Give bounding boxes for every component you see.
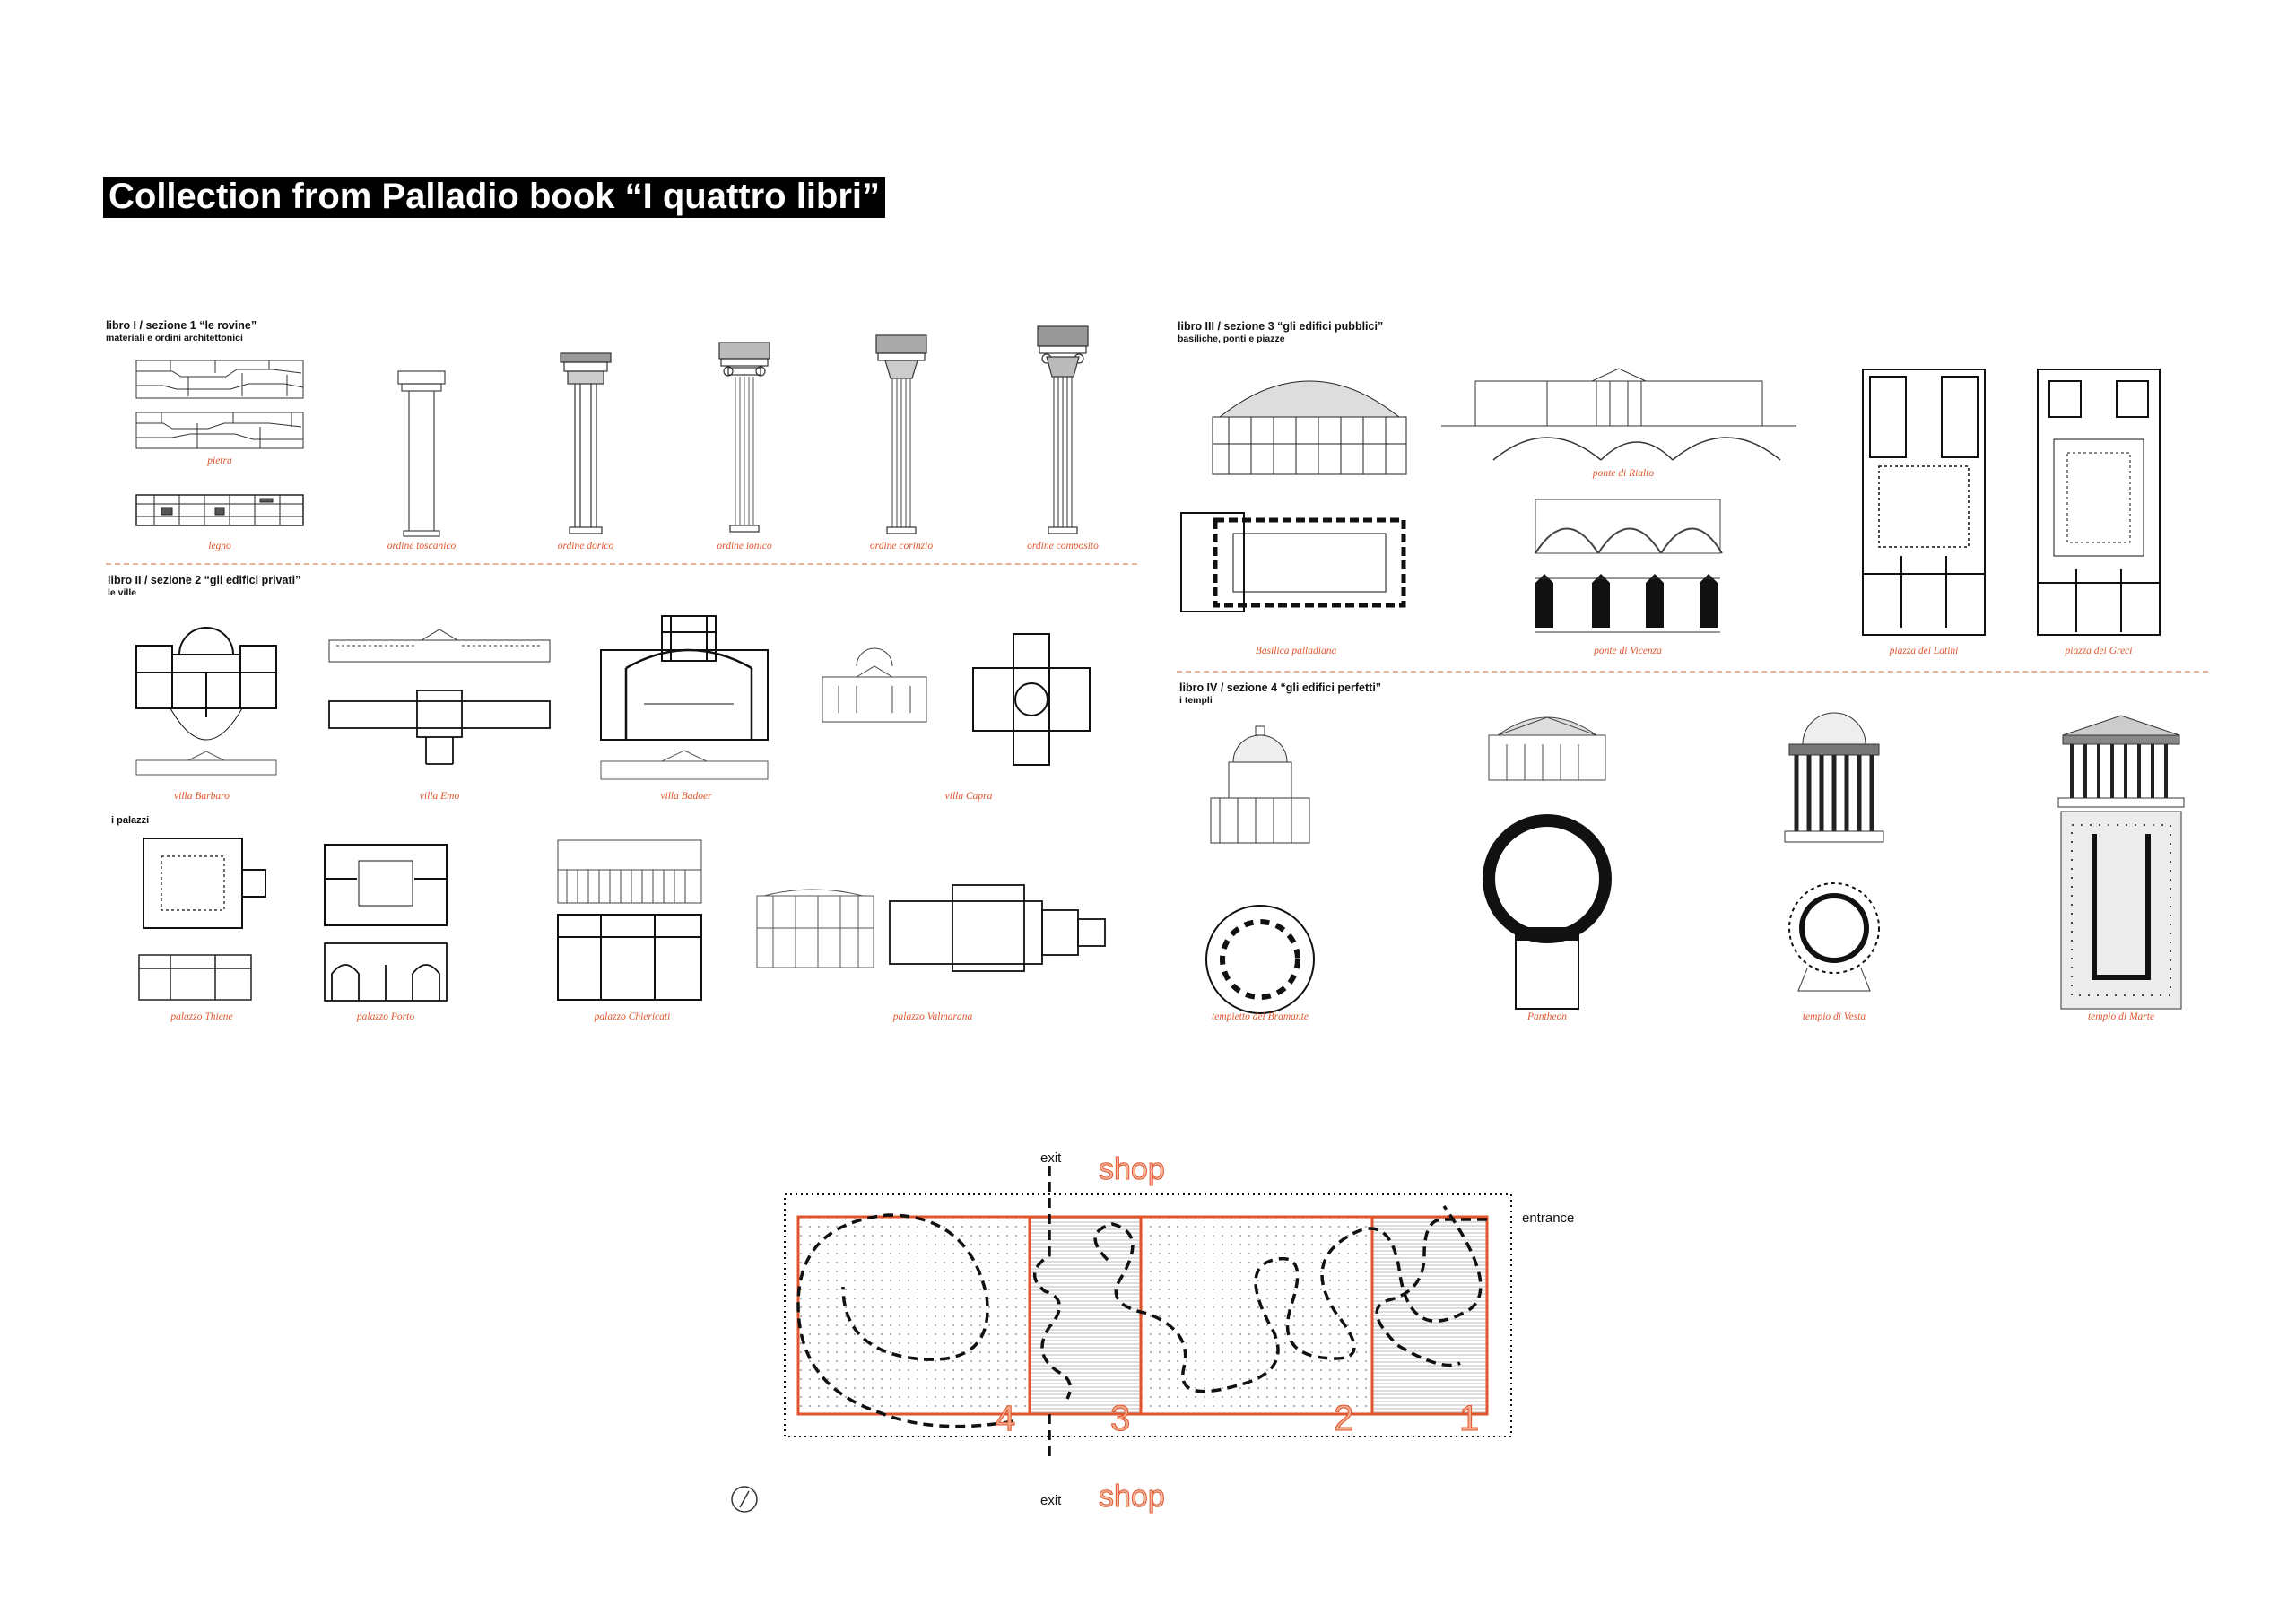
pantheon-drawing <box>1483 716 1612 1010</box>
exhibition-floor-plan <box>784 1166 1512 1459</box>
composite-column-drawing <box>1037 325 1089 534</box>
shop-top-label: shop <box>1099 1152 1166 1187</box>
section-4-title: libro IV / sezione 4 “gli edifici perfet… <box>1179 681 1382 694</box>
caption-ordine-dorico: ordine dorico <box>557 541 614 551</box>
section-1-title: libro I / sezione 1 “le rovine” <box>106 319 257 332</box>
wood-masonry-drawing <box>135 494 304 526</box>
caption-palazzo-porto: palazzo Porto <box>356 1011 415 1022</box>
caption-ordine-composito: ordine composito <box>1027 541 1099 551</box>
palazzo-porto-drawing <box>324 844 448 1002</box>
section-2-heading: libro II / sezione 2 “gli edifici privat… <box>108 574 300 599</box>
tempio-vesta-drawing <box>1784 712 1884 992</box>
exit-bottom-label: exit <box>1040 1493 1062 1508</box>
divider-left <box>106 563 1137 565</box>
room-number-2: 2 <box>1333 1399 1354 1439</box>
caption-piazza-greci: piazza dei Greci <box>2065 646 2133 656</box>
caption-tempio-marte: tempio di Marte <box>2087 1011 2155 1022</box>
page-title: Collection from Palladio book “I quattro… <box>103 177 886 218</box>
room-number-3: 3 <box>1109 1399 1131 1439</box>
shop-bottom-label: shop <box>1099 1480 1166 1515</box>
caption-villa-emo: villa Emo <box>419 791 460 802</box>
caption-ordine-toscanico: ordine toscanico <box>387 541 457 551</box>
ponte-rialto-drawing <box>1441 368 1796 461</box>
ionic-column-drawing <box>718 342 770 533</box>
villa-barbaro-drawing <box>135 627 277 776</box>
villa-capra-drawing <box>822 633 1091 766</box>
room-number-4: 4 <box>995 1399 1016 1439</box>
section-2-group-palazzi: i palazzi <box>111 815 150 826</box>
section-2-subtitle: le ville <box>108 587 137 598</box>
caption-palazzo-chiericati: palazzo Chiericati <box>594 1011 671 1022</box>
caption-tempietto-bramante: tempietto del Bramante <box>1212 1011 1309 1022</box>
caption-pietra: pietra <box>207 456 232 466</box>
caption-villa-barbaro: villa Barbaro <box>174 791 230 802</box>
caption-villa-capra: villa Capra <box>944 791 993 802</box>
palazzo-chiericati-drawing <box>557 839 702 1001</box>
doric-column-drawing <box>560 352 612 534</box>
section-1-subtitle: materiali e ordini architettonici <box>106 333 243 343</box>
caption-basilica-palladiana: Basilica palladiana <box>1255 646 1337 656</box>
basilica-elevation-drawing <box>1212 380 1407 475</box>
caption-pantheon: Pantheon <box>1526 1011 1568 1022</box>
caption-palazzo-valmarana: palazzo Valmarana <box>892 1011 973 1022</box>
caption-villa-badoer: villa Badoer <box>660 791 712 802</box>
corinthian-column-drawing <box>875 334 927 534</box>
palazzo-thiene-drawing <box>138 838 266 1001</box>
villa-badoer-drawing <box>600 615 769 780</box>
tempio-marte-drawing <box>2057 715 2185 1010</box>
caption-palazzo-thiene: palazzo Thiene <box>170 1011 233 1022</box>
exit-top-label: exit <box>1040 1150 1062 1166</box>
piazza-latini-drawing <box>1862 369 1986 636</box>
entrance-label: entrance <box>1522 1211 1575 1226</box>
villa-emo-drawing <box>328 629 551 765</box>
palazzo-valmarana-drawing <box>756 884 1106 972</box>
section-4-subtitle: i templi <box>1179 695 1213 706</box>
caption-tempio-vesta: tempio di Vesta <box>1802 1011 1866 1022</box>
north-arrow-icon <box>731 1486 758 1513</box>
caption-ponte-vicenza: ponte di Vicenza <box>1594 646 1662 656</box>
basilica-plan-drawing <box>1180 512 1406 612</box>
caption-ordine-ionico: ordine ionico <box>717 541 772 551</box>
section-3-subtitle: basiliche, ponti e piazze <box>1178 334 1285 344</box>
section-1-heading: libro I / sezione 1 “le rovine” material… <box>106 319 257 344</box>
piazza-greci-drawing <box>2037 369 2161 636</box>
ponte-vicenza-drawing <box>1535 499 1723 633</box>
caption-legno: legno <box>208 541 231 551</box>
section-3-heading: libro III / sezione 3 “gli edifici pubbl… <box>1178 320 1383 345</box>
tuscan-column-drawing <box>397 370 446 537</box>
section-2-title: libro II / sezione 2 “gli edifici privat… <box>108 574 301 586</box>
section-3-title: libro III / sezione 3 “gli edifici pubbl… <box>1178 320 1384 333</box>
stone-masonry-drawings <box>135 360 304 449</box>
caption-ordine-corinzio: ordine corinzio <box>869 541 934 551</box>
room-number-1: 1 <box>1458 1399 1480 1439</box>
section-4-heading: libro IV / sezione 4 “gli edifici perfet… <box>1179 681 1381 707</box>
tempietto-bramante-drawing <box>1205 725 1315 1014</box>
caption-piazza-latini: piazza dei Latini <box>1889 646 1959 656</box>
divider-right <box>1177 671 2208 673</box>
caption-ponte-rialto: ponte di Rialto <box>1592 468 1655 479</box>
